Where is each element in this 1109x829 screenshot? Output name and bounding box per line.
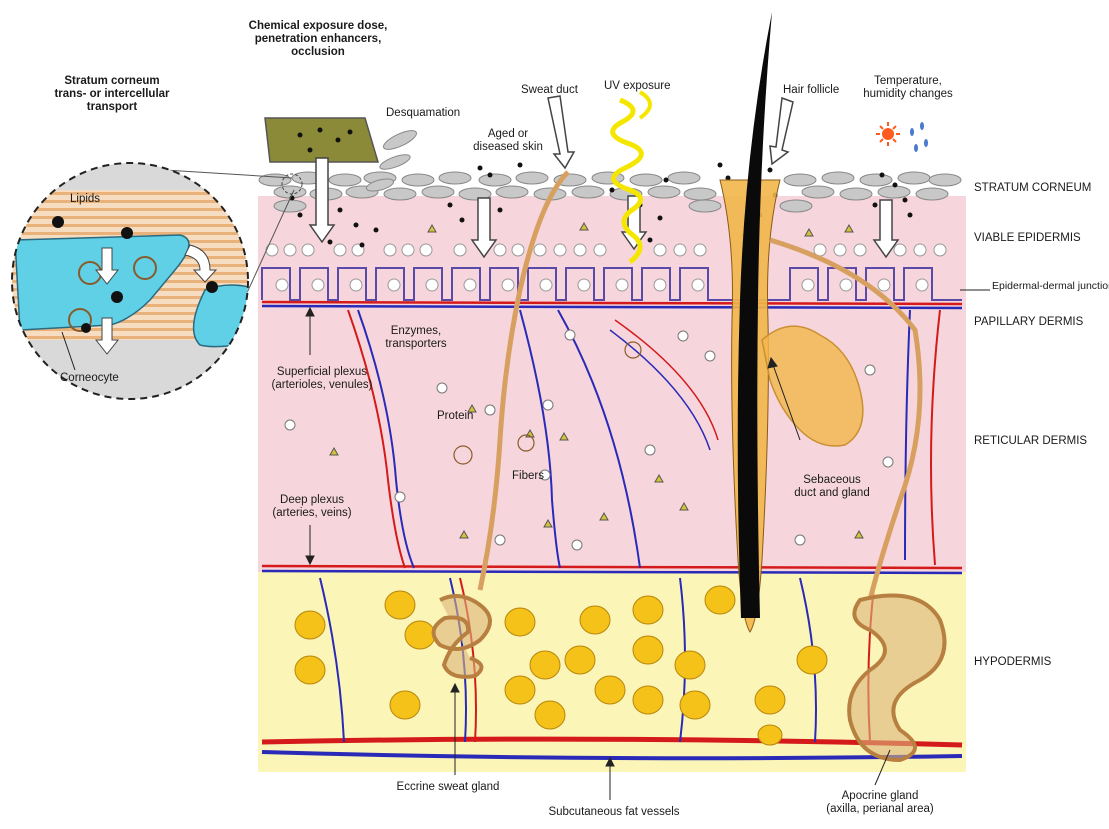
label-hair-follicle: Hair follicle	[783, 84, 839, 97]
label-subcutaneous: Subcutaneous fat vessels	[548, 806, 679, 819]
label-apocrine: Apocrine gland (axilla, perianal area)	[826, 790, 933, 816]
chemical-applicator	[265, 118, 378, 162]
label-lipids: Lipids	[70, 193, 100, 206]
label-uv-exposure: UV exposure	[604, 80, 670, 93]
arrow-hair-follicle	[770, 98, 793, 164]
label-deep-plexus: Deep plexus (arteries, veins)	[272, 494, 351, 520]
uv-ray-2	[640, 92, 650, 118]
label-temperature: Temperature, humidity changes	[863, 75, 953, 101]
label-protein: Protein	[437, 410, 473, 423]
label-aged-skin: Aged or diseased skin	[473, 128, 543, 154]
label-superficial-plexus: Superficial plexus (arterioles, venules)	[272, 366, 373, 392]
label-sebaceous: Sebaceous duct and gland	[794, 474, 869, 500]
label-fibers: Fibers	[512, 470, 544, 483]
layer-stratum-corneum: STRATUM CORNEUM	[974, 182, 1091, 194]
layer-epidermal-dermal-junction: Epidermal-dermal junction	[992, 280, 1109, 292]
corneocyte-water-region-right	[194, 285, 260, 347]
layer-papillary-dermis: PAPILLARY DERMIS	[974, 316, 1083, 328]
label-corneocyte: Corneocyte	[60, 372, 119, 385]
arrow-sweat-duct	[548, 96, 574, 168]
label-eccrine: Eccrine sweat gland	[397, 781, 500, 794]
water-drops-icon	[910, 122, 928, 152]
layer-hypodermis: HYPODERMIS	[974, 656, 1051, 668]
layer-viable-epidermis: VIABLE EPIDERMIS	[974, 232, 1081, 244]
layer-reticular-dermis: RETICULAR DERMIS	[974, 435, 1087, 447]
label-chemical-exposure: Chemical exposure dose, penetration enha…	[249, 20, 388, 59]
label-stratum-transport: Stratum corneum trans- or intercellular …	[54, 75, 169, 114]
label-enzymes: Enzymes, transporters	[385, 325, 446, 351]
label-desquamation: Desquamation	[386, 107, 460, 120]
sun-icon	[876, 122, 900, 146]
label-sweat-duct: Sweat duct	[521, 84, 578, 97]
